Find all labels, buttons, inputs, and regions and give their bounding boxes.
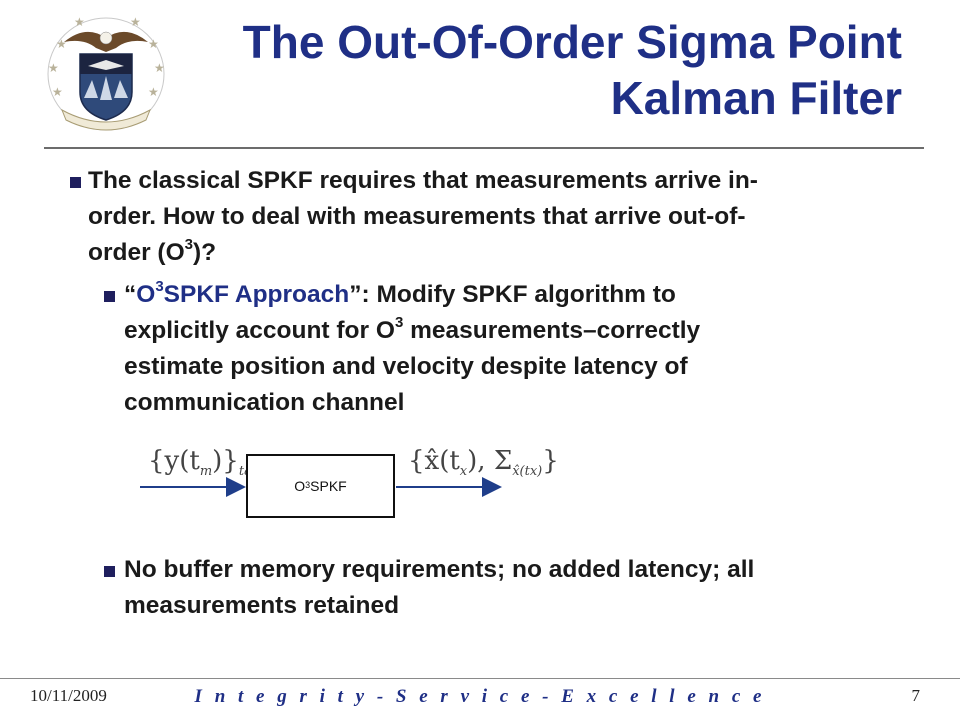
footer-motto: I n t e g r i t y - S e r v i c e - E x … (194, 686, 766, 707)
input-expression: {y(tm)}ta (148, 446, 252, 479)
approach-name: SPKF Approach (163, 281, 350, 308)
svg-text:★: ★ (148, 37, 159, 51)
svg-text:★: ★ (52, 85, 63, 99)
bullet-2-line-1-rest: ”: Modify SPKF algorithm to (349, 281, 676, 308)
svg-text:★: ★ (56, 37, 67, 51)
bullet-2-line-1: “O3SPKF Approach”: Modify SPKF algorithm… (124, 277, 700, 313)
bullet-2-line-3: estimate position and velocity despite l… (124, 353, 688, 380)
title-line-1: The Out-Of-Order Sigma Point (242, 16, 902, 68)
bullet-1-line-3-pre: order (O (88, 239, 185, 266)
academy-seal-icon: ★ ★ ★ ★ ★ ★ ★ ★ (47, 15, 165, 131)
o3-letter: O (136, 281, 156, 308)
output-expr-main: {x̂(t (408, 446, 460, 476)
svg-text:★: ★ (130, 15, 141, 29)
bullet-1-text: The classical SPKF requires that measure… (88, 163, 758, 271)
box-label-pre: O (294, 478, 306, 494)
bullet-square-icon (104, 291, 115, 302)
bullet-2-line-2-post: measurements–correctly (403, 317, 701, 344)
title-line-2: Kalman Filter (610, 72, 902, 124)
page-number: 7 (911, 686, 921, 705)
bullet-1-line-3-post: )? (193, 239, 217, 266)
output-expr-close: } (542, 446, 559, 476)
bullet-3-line-1: No buffer memory requirements; no added … (124, 556, 755, 583)
footer-divider (0, 678, 960, 679)
svg-text:★: ★ (74, 15, 85, 29)
footer-date: 10/11/2009 (30, 686, 107, 705)
bullet-2-line-2-pre: explicitly account for O (124, 317, 395, 344)
title-divider (44, 147, 924, 149)
bullet-square-icon (104, 566, 115, 577)
bullet-2-superscript: 3 (394, 313, 404, 331)
slide-title: The Out-Of-Order Sigma Point Kalman Filt… (202, 14, 902, 126)
o3-superscript: 3 (155, 277, 164, 295)
bullet-1-line-1: The classical SPKF requires that measure… (88, 167, 758, 194)
svg-text:★: ★ (154, 61, 165, 75)
bullet-2-line-4: communication channel (124, 389, 405, 416)
bullet-3-text: No buffer memory requirements; no added … (124, 552, 754, 624)
bullet-2-line-2: explicitly account for O3 measurements–c… (124, 313, 700, 349)
bullet-1-line-3: order (O3)? (88, 235, 758, 271)
input-expr-main: {y(t (148, 446, 200, 476)
bullet-1-superscript: 3 (184, 235, 193, 253)
box-label-post: SPKF (310, 478, 347, 494)
bullet-2-text: “O3SPKF Approach”: Modify SPKF algorithm… (124, 277, 700, 421)
input-expr-close: )} (212, 446, 239, 476)
bullet-square-icon (70, 177, 81, 188)
open-quote: “ (124, 281, 137, 308)
svg-text:★: ★ (148, 85, 159, 99)
output-sub-x: x (459, 464, 468, 479)
bullet-1-line-2: order. How to deal with measurements tha… (88, 203, 746, 230)
input-sub-m: m (199, 464, 213, 479)
svg-text:★: ★ (48, 61, 59, 75)
output-sub-sigma: x̂(tx) (512, 464, 543, 479)
bullet-3-line-2: measurements retained (124, 592, 400, 619)
output-expression: {x̂(tx), Σx̂(tx)} (408, 446, 559, 479)
output-expr-mid: ), Σ (467, 446, 513, 476)
